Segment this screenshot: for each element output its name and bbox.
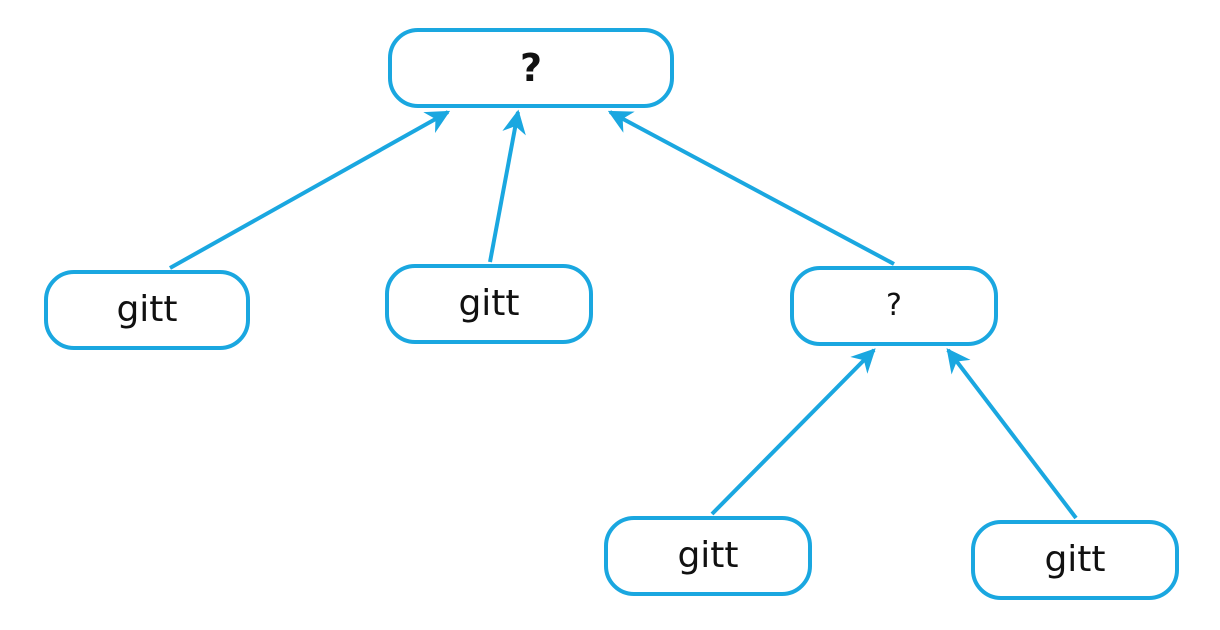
edge-leaf2-to-root: [488, 109, 526, 263]
leaf-node-3-label: gitt: [677, 535, 739, 576]
leaf-node-3: gitt: [604, 516, 812, 596]
root-node-label: ?: [519, 46, 543, 90]
leaf-node-1-label: gitt: [116, 289, 178, 330]
leaf-node-1: gitt: [44, 270, 250, 350]
leaf-node-4: gitt: [971, 520, 1179, 600]
root-node: ?: [388, 28, 674, 108]
edge-leaf4-to-inner: [946, 348, 1078, 520]
leaf-node-2-label: gitt: [458, 283, 520, 324]
edge-leaf3-to-inner: [710, 348, 876, 516]
inner-node-label: ?: [886, 288, 902, 323]
edge-leaf1-to-root: [169, 110, 451, 270]
edge-inner-to-root: [607, 110, 895, 266]
leaf-node-4-label: gitt: [1044, 539, 1106, 580]
inner-node: ?: [790, 266, 998, 346]
leaf-node-2: gitt: [385, 264, 593, 344]
